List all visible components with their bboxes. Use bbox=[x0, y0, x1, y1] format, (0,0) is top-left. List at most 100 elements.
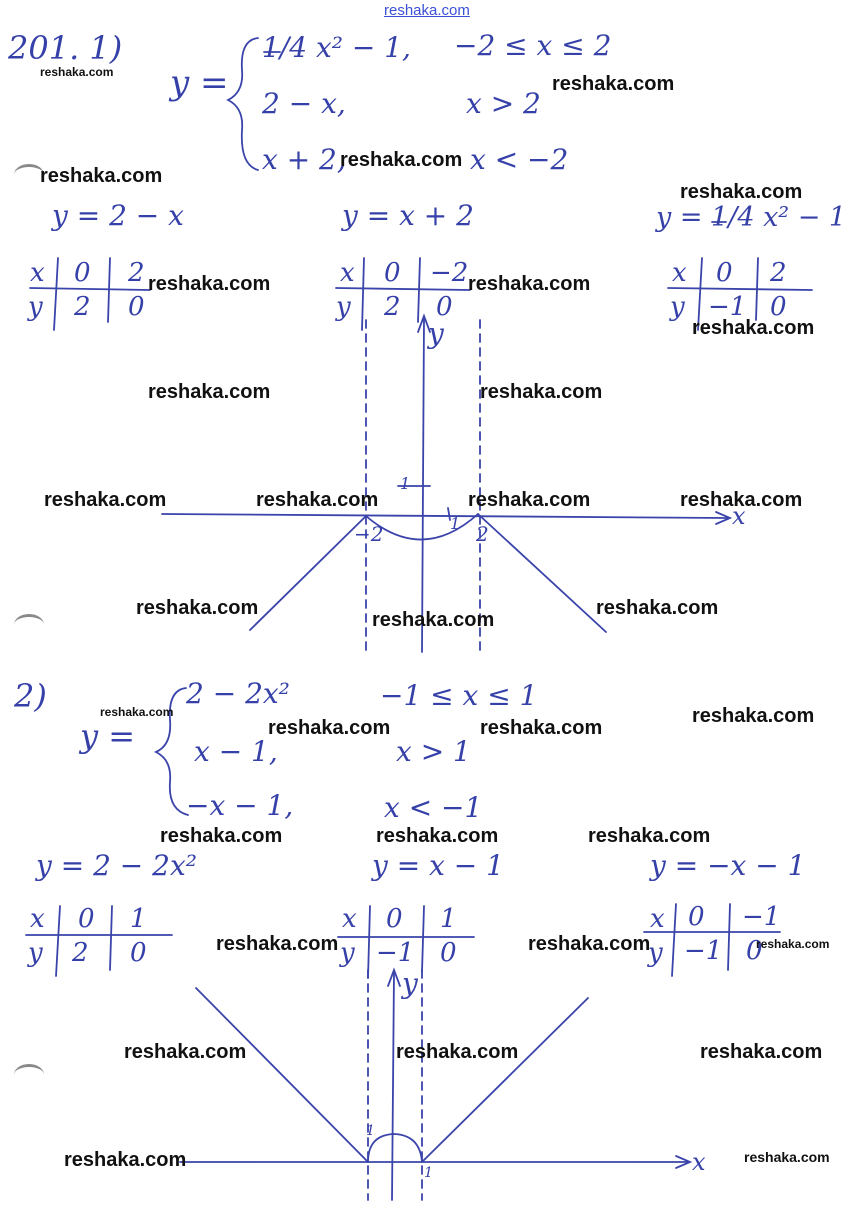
watermark: reshaka.com bbox=[596, 597, 719, 619]
t2-y-label: y bbox=[336, 292, 351, 322]
t1-y1: 0 bbox=[128, 292, 145, 322]
t2-x0: 0 bbox=[384, 258, 401, 288]
problem-1-label: 201. 1) bbox=[8, 29, 123, 67]
watermark: reshaka.com bbox=[64, 1149, 187, 1171]
case-2-expr: 2 − x, bbox=[262, 87, 346, 120]
lhs-2: y = bbox=[80, 717, 136, 755]
watermark: reshaka.com bbox=[680, 489, 803, 511]
graph-2 bbox=[179, 967, 693, 1201]
watermark: reshaka.com bbox=[148, 273, 271, 295]
t1-x-label: x bbox=[30, 258, 45, 288]
table-lines-2 bbox=[25, 903, 781, 979]
t4-y0: 2 bbox=[72, 938, 89, 968]
graph-2-y-label: y bbox=[402, 967, 418, 1000]
t2-y0: 2 bbox=[384, 292, 401, 322]
graph-1-y-label: y bbox=[428, 317, 444, 350]
lhs-1: y = bbox=[170, 63, 229, 103]
t6-x1: −1 bbox=[742, 902, 781, 932]
watermark: reshaka.com bbox=[256, 489, 379, 511]
t6-y1: 0 bbox=[746, 936, 763, 966]
t6-y0: −1 bbox=[684, 936, 723, 966]
table-3-formula: y = 1/4 x² − 1 bbox=[656, 202, 847, 233]
t4-y1: 0 bbox=[130, 938, 147, 968]
line-left-1 bbox=[249, 515, 367, 631]
case2-1-cond: −1 ≤ x ≤ 1 bbox=[380, 679, 538, 712]
case-2-cond: x > 2 bbox=[466, 87, 541, 120]
watermark: reshaka.com bbox=[44, 489, 167, 511]
watermark: reshaka.com bbox=[40, 65, 114, 79]
punch-hole bbox=[14, 614, 44, 635]
t4-x-label: x bbox=[30, 904, 45, 934]
watermark: reshaka.com bbox=[692, 317, 815, 339]
watermark: reshaka.com bbox=[340, 149, 463, 171]
x-axis-1 bbox=[161, 513, 729, 519]
case2-3-expr: −x − 1, bbox=[186, 789, 294, 822]
graph-1 bbox=[161, 313, 733, 653]
watermark: reshaka.com bbox=[268, 717, 391, 739]
y-axis-2 bbox=[391, 971, 395, 1201]
t5-x0: 0 bbox=[386, 904, 403, 934]
table2-3-formula: y = −x − 1 bbox=[650, 849, 806, 882]
site-link[interactable]: reshaka.com bbox=[384, 2, 470, 19]
t1-y-label: y bbox=[28, 292, 43, 322]
y-axis-1 bbox=[421, 317, 425, 653]
t3-x0: 0 bbox=[716, 258, 733, 288]
table-1-formula: y = 2 − x bbox=[52, 199, 184, 232]
case2-2-cond: x > 1 bbox=[396, 735, 471, 768]
t3-y0: −1 bbox=[708, 292, 747, 322]
case2-1-expr: 2 − 2x² bbox=[186, 677, 290, 710]
brace-2 bbox=[153, 687, 189, 816]
watermark: reshaka.com bbox=[552, 73, 675, 95]
graph-1-x-label: x bbox=[732, 502, 746, 530]
table2-2-formula: y = x − 1 bbox=[372, 849, 504, 882]
case-1-cond: −2 ≤ x ≤ 2 bbox=[454, 29, 612, 62]
t5-y0: −1 bbox=[376, 938, 415, 968]
t2-y1: 0 bbox=[436, 292, 453, 322]
case-1-expr: 1/4 x² − 1, bbox=[262, 31, 411, 64]
watermark: reshaka.com bbox=[480, 717, 603, 739]
t6-x-label: x bbox=[650, 904, 665, 934]
t1-y0: 2 bbox=[74, 292, 91, 322]
parabola-2 bbox=[367, 1133, 423, 1163]
punch-hole bbox=[14, 1064, 44, 1085]
line-left-2 bbox=[195, 987, 369, 1163]
watermark: reshaka.com bbox=[680, 181, 803, 203]
watermark: reshaka.com bbox=[376, 825, 499, 847]
watermark: reshaka.com bbox=[160, 825, 283, 847]
problem-2-label: 2) bbox=[14, 677, 47, 715]
watermark: reshaka.com bbox=[756, 937, 830, 951]
t4-y-label: y bbox=[28, 938, 43, 968]
watermark: reshaka.com bbox=[744, 1149, 830, 1165]
case2-3-cond: x < −1 bbox=[384, 791, 483, 824]
case-3-cond: x < −2 bbox=[470, 143, 569, 176]
watermark: reshaka.com bbox=[216, 933, 339, 955]
graph-2-x-label: x bbox=[692, 1148, 706, 1176]
case2-2-expr: x − 1, bbox=[194, 735, 278, 768]
t5-y-label: y bbox=[340, 938, 355, 968]
watermark: reshaka.com bbox=[700, 1041, 823, 1063]
watermark: reshaka.com bbox=[692, 705, 815, 727]
watermark: reshaka.com bbox=[588, 825, 711, 847]
t3-x-label: x bbox=[672, 258, 687, 288]
t1-x1: 2 bbox=[128, 258, 145, 288]
brace-1 bbox=[225, 37, 259, 171]
watermark: reshaka.com bbox=[480, 381, 603, 403]
case-3-expr: x + 2, bbox=[262, 143, 346, 176]
graph-2-tick-1y: 1 bbox=[366, 1123, 375, 1139]
table2-1-formula: y = 2 − 2x² bbox=[36, 849, 197, 882]
punch-hole bbox=[14, 164, 44, 185]
table-lines-1 bbox=[29, 257, 813, 331]
watermark: reshaka.com bbox=[124, 1041, 247, 1063]
t3-y1: 0 bbox=[770, 292, 787, 322]
t5-x-label: x bbox=[342, 904, 357, 934]
line-right-2 bbox=[421, 997, 589, 1163]
table-2-formula: y = x + 2 bbox=[342, 199, 474, 232]
graph-1-tick-neg2: −2 bbox=[354, 522, 384, 546]
t4-x1: 1 bbox=[130, 904, 147, 934]
watermark: reshaka.com bbox=[372, 609, 495, 631]
watermark: reshaka.com bbox=[528, 933, 651, 955]
watermark: reshaka.com bbox=[148, 381, 271, 403]
line-right-1 bbox=[477, 513, 607, 633]
t2-x-label: x bbox=[340, 258, 355, 288]
watermark: reshaka.com bbox=[468, 489, 591, 511]
